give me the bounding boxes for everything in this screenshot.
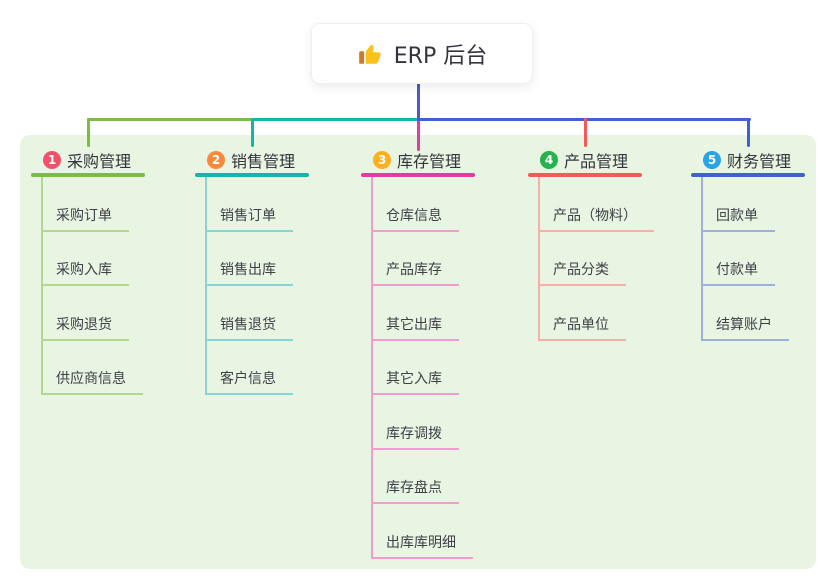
child-node[interactable]: 采购入库 bbox=[41, 259, 129, 286]
branch-title: 财务管理 bbox=[727, 152, 792, 171]
child-item: 产品分类 bbox=[538, 232, 654, 286]
child-node[interactable]: 销售退货 bbox=[205, 314, 293, 341]
child-node[interactable]: 其它出库 bbox=[371, 314, 459, 341]
child-item: 采购订单 bbox=[41, 177, 143, 232]
child-node[interactable]: 付款单 bbox=[701, 259, 775, 286]
branch-node[interactable]: 1 采购管理 bbox=[31, 149, 145, 171]
child-node[interactable]: 销售出库 bbox=[205, 259, 293, 286]
child-item: 销售退货 bbox=[205, 286, 293, 341]
child-item: 其它入库 bbox=[371, 341, 473, 395]
child-item: 其它出库 bbox=[371, 286, 473, 341]
child-node[interactable]: 产品（物料） bbox=[538, 205, 654, 232]
child-node[interactable]: 仓库信息 bbox=[371, 205, 459, 232]
child-item: 产品单位 bbox=[538, 286, 654, 341]
child-item: 客户信息 bbox=[205, 341, 293, 395]
child-item: 库存盘点 bbox=[371, 450, 473, 504]
branch-number-badge: 5 bbox=[703, 151, 721, 169]
child-node[interactable]: 产品库存 bbox=[371, 259, 459, 286]
child-item: 销售订单 bbox=[205, 177, 293, 232]
branches-panel bbox=[20, 135, 816, 569]
child-node[interactable]: 产品单位 bbox=[538, 314, 626, 341]
child-node[interactable]: 结算账户 bbox=[701, 314, 789, 341]
branch-number-badge: 4 bbox=[540, 151, 558, 169]
connector-line bbox=[417, 82, 420, 121]
connector-line bbox=[584, 118, 587, 147]
branch-node[interactable]: 4 产品管理 bbox=[528, 149, 642, 171]
child-item: 采购入库 bbox=[41, 232, 143, 286]
branch-title: 采购管理 bbox=[67, 152, 132, 171]
thumbs-up-icon bbox=[358, 44, 381, 64]
branch-underline bbox=[528, 173, 642, 177]
root-title: ERP 后台 bbox=[393, 43, 488, 69]
child-node[interactable]: 产品分类 bbox=[538, 259, 626, 286]
branch-number-badge: 2 bbox=[207, 151, 225, 169]
branch-underline bbox=[195, 173, 309, 177]
child-item: 销售出库 bbox=[205, 232, 293, 286]
connector-line bbox=[251, 118, 254, 147]
children-list: 采购订单采购入库采购退货供应商信息 bbox=[41, 177, 143, 395]
branch-underline bbox=[361, 173, 475, 177]
child-node[interactable]: 采购退货 bbox=[41, 314, 129, 341]
child-node[interactable]: 库存调拨 bbox=[371, 423, 459, 450]
child-item: 出库库明细 bbox=[371, 504, 473, 559]
children-list: 销售订单销售出库销售退货客户信息 bbox=[205, 177, 293, 395]
branch-number-badge: 3 bbox=[373, 151, 391, 169]
connector-line bbox=[251, 118, 420, 121]
branch-number-badge: 1 bbox=[43, 151, 61, 169]
child-node[interactable]: 其它入库 bbox=[371, 368, 459, 395]
child-node[interactable]: 出库库明细 bbox=[371, 532, 473, 559]
connector-line bbox=[747, 118, 750, 147]
children-list: 回款单付款单结算账户 bbox=[701, 177, 789, 341]
connector-line bbox=[417, 120, 420, 151]
child-item: 回款单 bbox=[701, 177, 789, 232]
branch-title: 库存管理 bbox=[397, 152, 462, 171]
child-item: 采购退货 bbox=[41, 286, 143, 341]
child-item: 产品库存 bbox=[371, 232, 473, 286]
child-node[interactable]: 采购订单 bbox=[41, 205, 129, 232]
branch-underline bbox=[31, 173, 145, 177]
child-item: 产品（物料） bbox=[538, 177, 654, 232]
child-item: 仓库信息 bbox=[371, 177, 473, 232]
connector-line bbox=[87, 118, 90, 147]
root-node[interactable]: ERP 后台 bbox=[311, 23, 533, 84]
child-node[interactable]: 供应商信息 bbox=[41, 368, 143, 395]
children-list: 产品（物料） 产品分类产品单位 bbox=[538, 177, 654, 341]
branch-node[interactable]: 2 销售管理 bbox=[195, 149, 309, 171]
branch-node[interactable]: 3 库存管理 bbox=[361, 149, 475, 171]
child-item: 结算账户 bbox=[701, 286, 789, 341]
child-item: 供应商信息 bbox=[41, 341, 143, 395]
child-node[interactable]: 回款单 bbox=[701, 205, 775, 232]
child-item: 库存调拨 bbox=[371, 395, 473, 450]
child-node[interactable]: 客户信息 bbox=[205, 368, 293, 395]
branch-title: 产品管理 bbox=[564, 152, 629, 171]
child-item: 付款单 bbox=[701, 232, 789, 286]
child-node[interactable]: 销售订单 bbox=[205, 205, 293, 232]
child-node[interactable]: 库存盘点 bbox=[371, 477, 459, 504]
children-list: 仓库信息产品库存其它出库其它入库库存调拨库存盘点出库库明细 bbox=[371, 177, 473, 559]
branch-node[interactable]: 5 财务管理 bbox=[691, 149, 805, 171]
branch-underline bbox=[691, 173, 805, 177]
branch-title: 销售管理 bbox=[231, 152, 296, 171]
